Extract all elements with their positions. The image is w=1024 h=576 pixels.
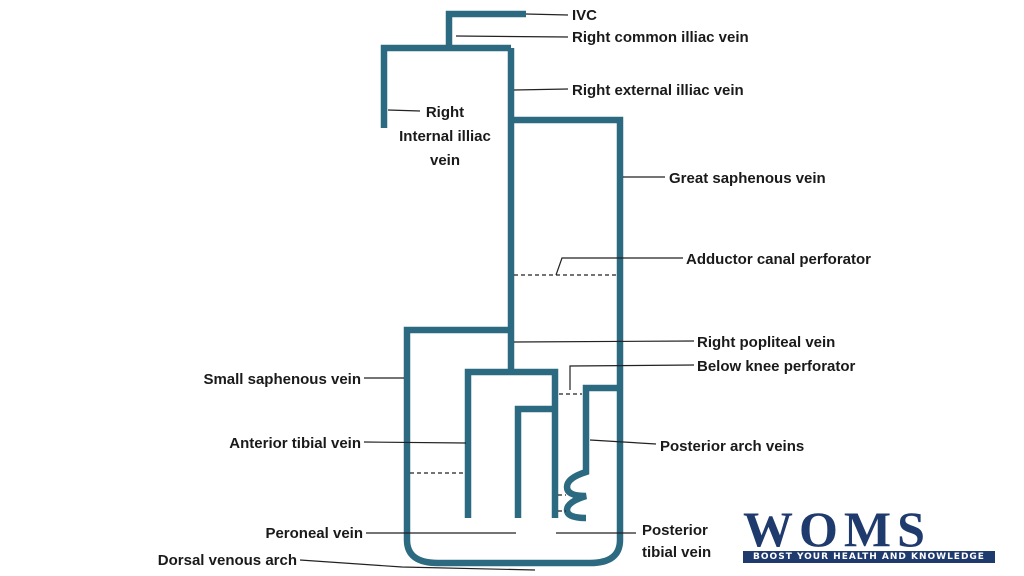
small-saphenous-vein bbox=[403, 326, 511, 540]
ivc-vein bbox=[445, 10, 526, 48]
label-below-knee-perforator: Below knee perforator bbox=[697, 358, 856, 375]
posterior-tibial-vein bbox=[511, 368, 559, 518]
label-right-internal-iliac-line1: Right bbox=[426, 104, 464, 121]
label-dorsal-venous-arch: Dorsal venous arch bbox=[158, 552, 297, 569]
label-posterior-arch-veins: Posterior arch veins bbox=[660, 438, 804, 455]
labels: IVC Right common illiac vein Right exter… bbox=[158, 7, 871, 569]
right-internal-iliac-vein bbox=[380, 44, 449, 128]
label-right-internal-iliac-line3: vein bbox=[430, 152, 460, 169]
label-ivc: IVC bbox=[572, 7, 597, 24]
label-anterior-tibial-vein: Anterior tibial vein bbox=[229, 435, 361, 452]
logo-letters: WOMS bbox=[743, 501, 931, 557]
label-small-saphenous-vein: Small saphenous vein bbox=[203, 371, 361, 388]
label-right-popliteal-vein: Right popliteal vein bbox=[697, 334, 835, 351]
label-great-saphenous-vein: Great saphenous vein bbox=[669, 170, 826, 187]
label-posterior-tibial-line1: Posterior bbox=[642, 522, 708, 539]
woms-logo: WOMS BOOST YOUR HEALTH AND KNOWLEDGE bbox=[743, 501, 995, 563]
label-right-common-iliac-vein: Right common illiac vein bbox=[572, 29, 749, 46]
leader-lines bbox=[299, 13, 695, 571]
perforators bbox=[410, 274, 617, 512]
dorsal-venous-arch bbox=[403, 539, 624, 567]
vein-network bbox=[380, 10, 624, 567]
label-right-internal-iliac-line2: Internal illiac bbox=[399, 128, 491, 145]
label-posterior-tibial-line2: tibial vein bbox=[642, 544, 711, 561]
logo-tagline: BOOST YOUR HEALTH AND KNOWLEDGE bbox=[743, 551, 995, 563]
label-peroneal-vein: Peroneal vein bbox=[265, 525, 363, 542]
great-saphenous-vein bbox=[511, 116, 624, 540]
posterior-arch-veins bbox=[563, 384, 620, 522]
label-adductor-canal-perforator: Adductor canal perforator bbox=[686, 251, 871, 268]
label-right-external-iliac-vein: Right external illiac vein bbox=[572, 82, 744, 99]
anterior-tibial-vein bbox=[464, 368, 511, 518]
peroneal-vein bbox=[514, 405, 555, 518]
